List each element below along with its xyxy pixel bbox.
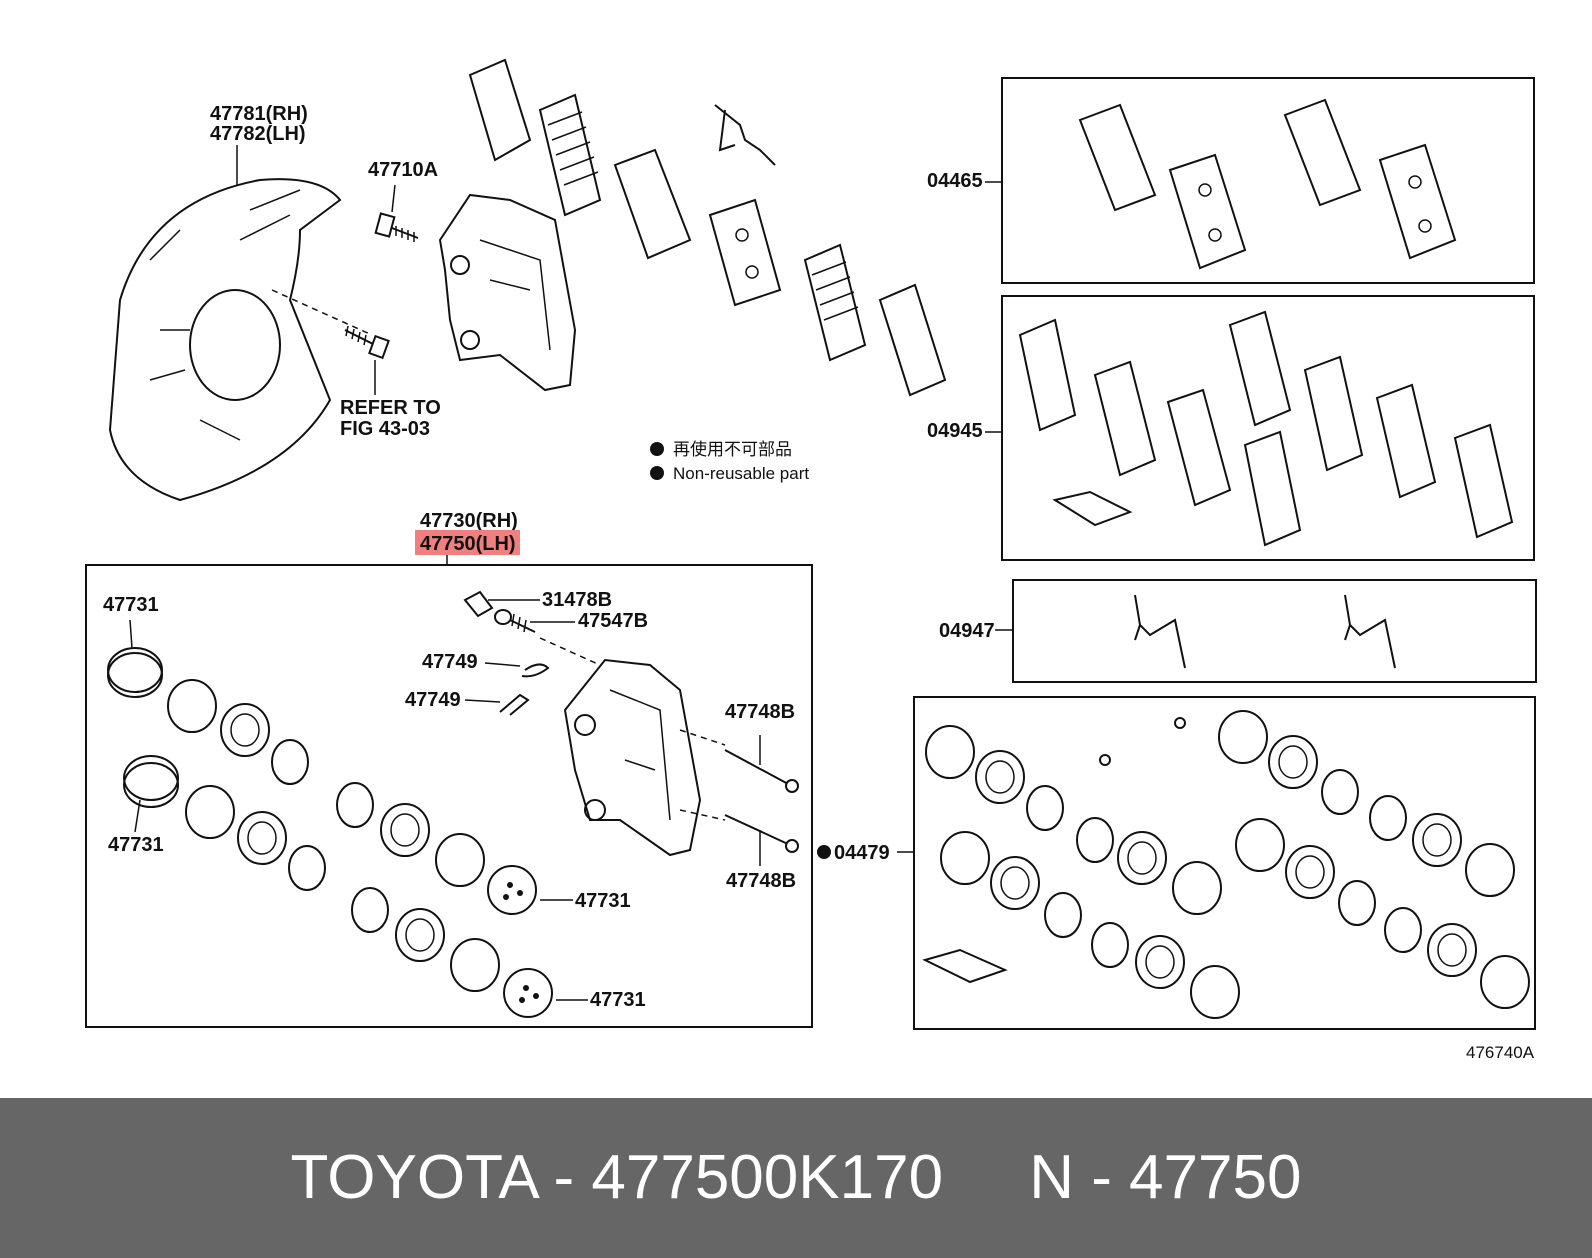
label-47748b-a: 47748B [725,701,795,723]
non-reusable-dot-icon [817,845,831,859]
label-47750-lh: 47750(LH) [420,533,516,555]
non-reusable-dot-icon [650,442,664,456]
label-47748b-b: 47748B [726,870,796,892]
bolt-47710a [374,212,419,242]
label-47731-d: 47731 [590,989,646,1011]
label-47749-a: 47749 [422,651,478,673]
pad-kit-box [1001,77,1535,284]
piston-seal-set-left [107,647,326,891]
refer-to-label-line2: FIG 43-03 [340,418,430,440]
piston-seal-set-middle [336,782,553,1018]
legend-english: Non-reusable part [673,464,809,483]
label-47730-rh: 47730(RH) [420,510,518,532]
exploded-view-diagram: 47781(RH) 47782(LH) 47710A REFER TO FIG … [85,58,1537,1062]
highlight-47750-lh [415,530,520,555]
label-04947: 04947 [939,620,995,642]
label-47749-b: 47749 [405,689,461,711]
footer-bar: TOYOTA - 477500K170 N - 47750 [0,1098,1592,1258]
pad-shim-row-top [468,58,947,397]
figure-code: 476740A [1466,1043,1535,1062]
seal-kit-rings [922,710,1530,1019]
label-47782-lh: 47782(LH) [210,123,306,145]
slide-pin-b [724,814,799,866]
caliper-top-view [438,193,577,392]
bleeder-plug [494,609,575,633]
pad-clip-b [464,693,530,716]
label-47547b: 47547B [578,610,648,632]
slide-pin-a [724,735,799,793]
bolt-caliper-mount [344,325,390,360]
label-47731-c: 47731 [575,890,631,912]
bleeder-cap [463,590,540,618]
legend-chinese: 再使用不可部品 [673,439,792,459]
label-47731-b: 47731 [108,834,164,856]
spring-kit-box [1012,579,1537,683]
label-04945: 04945 [927,420,983,442]
non-reusable-dot-icon [650,466,664,480]
refer-to-label-line1: REFER TO [340,397,441,419]
caliper-assembly-box [85,564,813,1028]
label-47731-a: 47731 [103,594,159,616]
label-04465: 04465 [927,170,983,192]
shim-kit-shims [1018,310,1514,547]
pad-kit-pads [1078,98,1457,270]
label-04479: 04479 [834,842,890,864]
label-47781-rh: 47781(RH) [210,103,308,125]
caliper-body [563,658,702,857]
spring-kit-springs [1134,594,1396,669]
shim-kit-box [1001,295,1535,561]
footer-part-number: TOYOTA - 477500K170 N - 47750 [290,1143,1302,1212]
pad-clip-a [484,662,550,678]
seal-kit-box [913,696,1536,1030]
dust-cover-shield [108,178,342,502]
label-47710a: 47710A [368,159,438,181]
label-31478b: 31478B [542,589,612,611]
